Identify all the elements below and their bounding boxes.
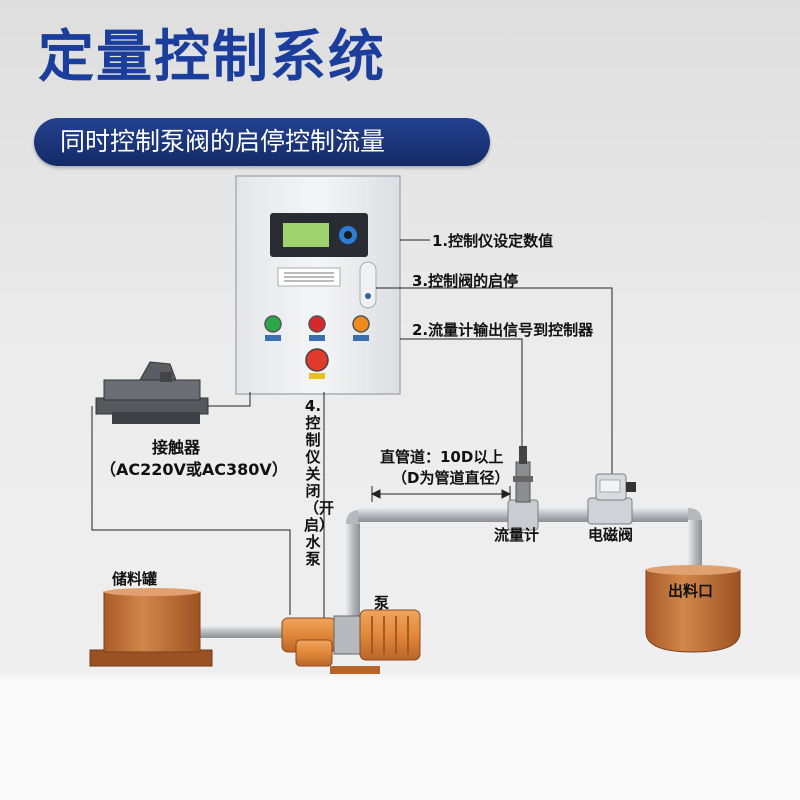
solenoid-valve-device [587,473,636,525]
red-indicator-icon [308,315,326,333]
storage-tank [89,588,213,667]
pump-device [281,609,421,674]
orange-indicator-icon [352,315,370,333]
label-contactor-voltage: （AC220V或AC380V） [100,460,288,479]
label-contactor: 接触器 [152,438,201,457]
label-step2: 2.流量计输出信号到控制器 [412,321,594,339]
label-solenoid-valve: 电磁阀 [588,526,634,544]
outlet-tank [645,565,741,653]
control-cabinet [235,175,401,395]
label-pump: 泵 [374,594,390,612]
page-title: 定量控制系统 [38,25,386,90]
label-step1: 1.控制仪设定数值 [432,232,554,250]
contactor-device [95,361,209,424]
label-step4: 4.控制仪关闭（开启）水泵 [304,397,335,568]
signal-lines [91,239,613,620]
label-step3: 3.控制阀的启停 [412,272,519,290]
door-handle-icon [359,261,377,309]
straight-pipe-dimension [370,486,512,502]
label-flowmeter: 流量计 [494,526,540,544]
flowmeter-device [507,446,539,531]
label-straight-pipe: 直管道：10D以上 [380,448,504,466]
label-outlet: 出料口 [668,582,714,600]
subtitle-banner: 同时控制泵阀的启停控制流量 [34,118,490,166]
green-indicator-icon [264,315,282,333]
label-straight-pipe-note: （D为管道直径） [392,469,510,487]
label-storage-tank: 储料罐 [112,570,158,588]
emergency-stop-icon [305,348,329,372]
